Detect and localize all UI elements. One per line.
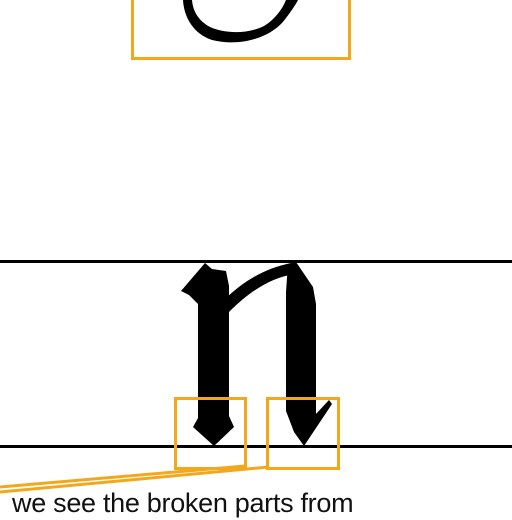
top-highlight-box: [131, 0, 351, 60]
arch-stroke: [226, 263, 294, 312]
top-glyph-group: [131, 0, 351, 60]
right-foot-highlight-box: [266, 397, 340, 470]
caption-text: we see the broken parts from: [12, 488, 354, 518]
left-stem: [181, 263, 234, 446]
right-stem: [286, 262, 332, 446]
top-glyph-partial-letter: [183, 0, 298, 43]
left-callout-line: [0, 464, 246, 489]
right-callout-line: [0, 465, 270, 494]
blackletter-n-glyph: [181, 262, 332, 446]
